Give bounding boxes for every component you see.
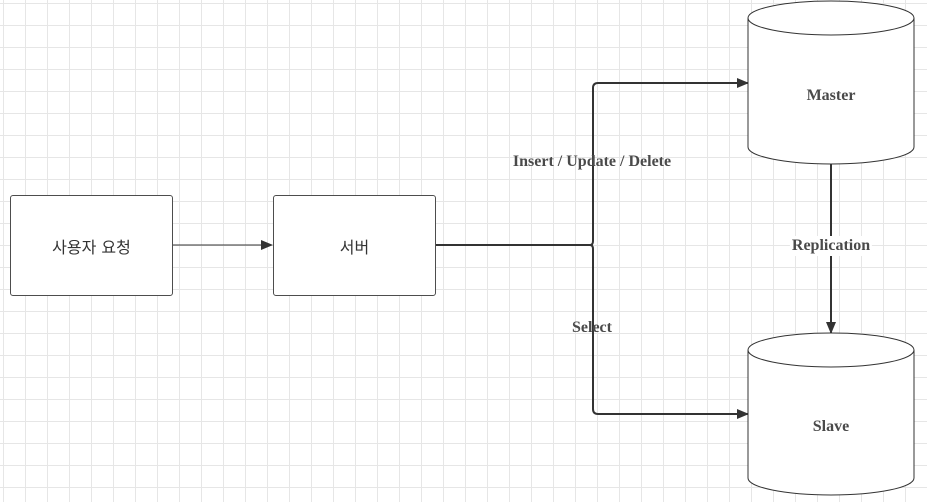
master-label: Master <box>806 87 856 104</box>
arrow-server-to-slave <box>589 244 749 419</box>
write-operations-label: Insert / Update / Delete <box>512 153 672 170</box>
server-label: 서버 <box>339 237 370 257</box>
slave-cylinder <box>747 332 915 496</box>
user-request-box: 사용자 요청 <box>10 195 173 296</box>
select-label: Select <box>572 319 612 336</box>
replication-label: Replication <box>789 236 873 256</box>
user-request-label: 사용자 요청 <box>52 237 131 257</box>
master-cylinder <box>747 0 915 165</box>
slave-label: Slave <box>812 418 850 435</box>
server-box: 서버 <box>273 195 436 296</box>
